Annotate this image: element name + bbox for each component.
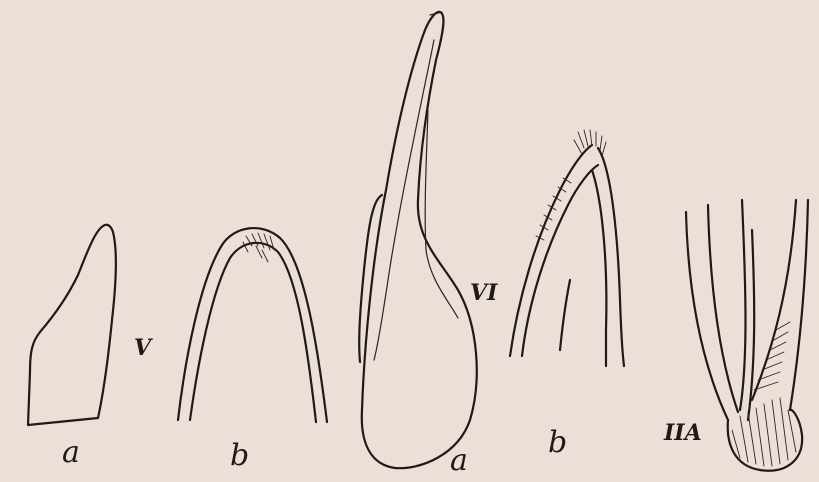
label-fig6-roman: VI <box>470 280 498 306</box>
figure-5a-outline <box>28 225 116 425</box>
label-fig5-roman: V <box>134 335 153 361</box>
label-fig6-b: b <box>548 425 567 460</box>
figure-5b-arch <box>178 228 327 422</box>
figure-6b-branches <box>510 130 624 366</box>
label-fig5-b: b <box>230 438 249 473</box>
label-fig5-a: a <box>62 435 80 470</box>
figure-6a-outline <box>359 12 477 468</box>
label-fig7-roman: IIA <box>663 420 702 446</box>
label-fig6-a: a <box>450 443 468 478</box>
figure-iia-base <box>686 200 808 471</box>
